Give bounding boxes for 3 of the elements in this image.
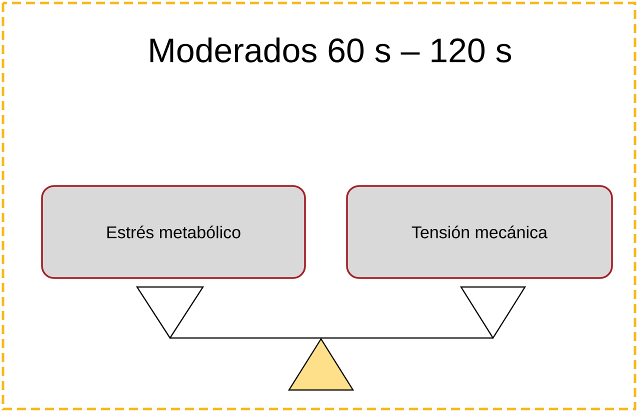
title: Moderados 60 s – 120 s <box>150 38 512 62</box>
process-box: Estrés metabólico <box>41 185 306 279</box>
process-box: Tensión mecánica <box>346 185 613 279</box>
